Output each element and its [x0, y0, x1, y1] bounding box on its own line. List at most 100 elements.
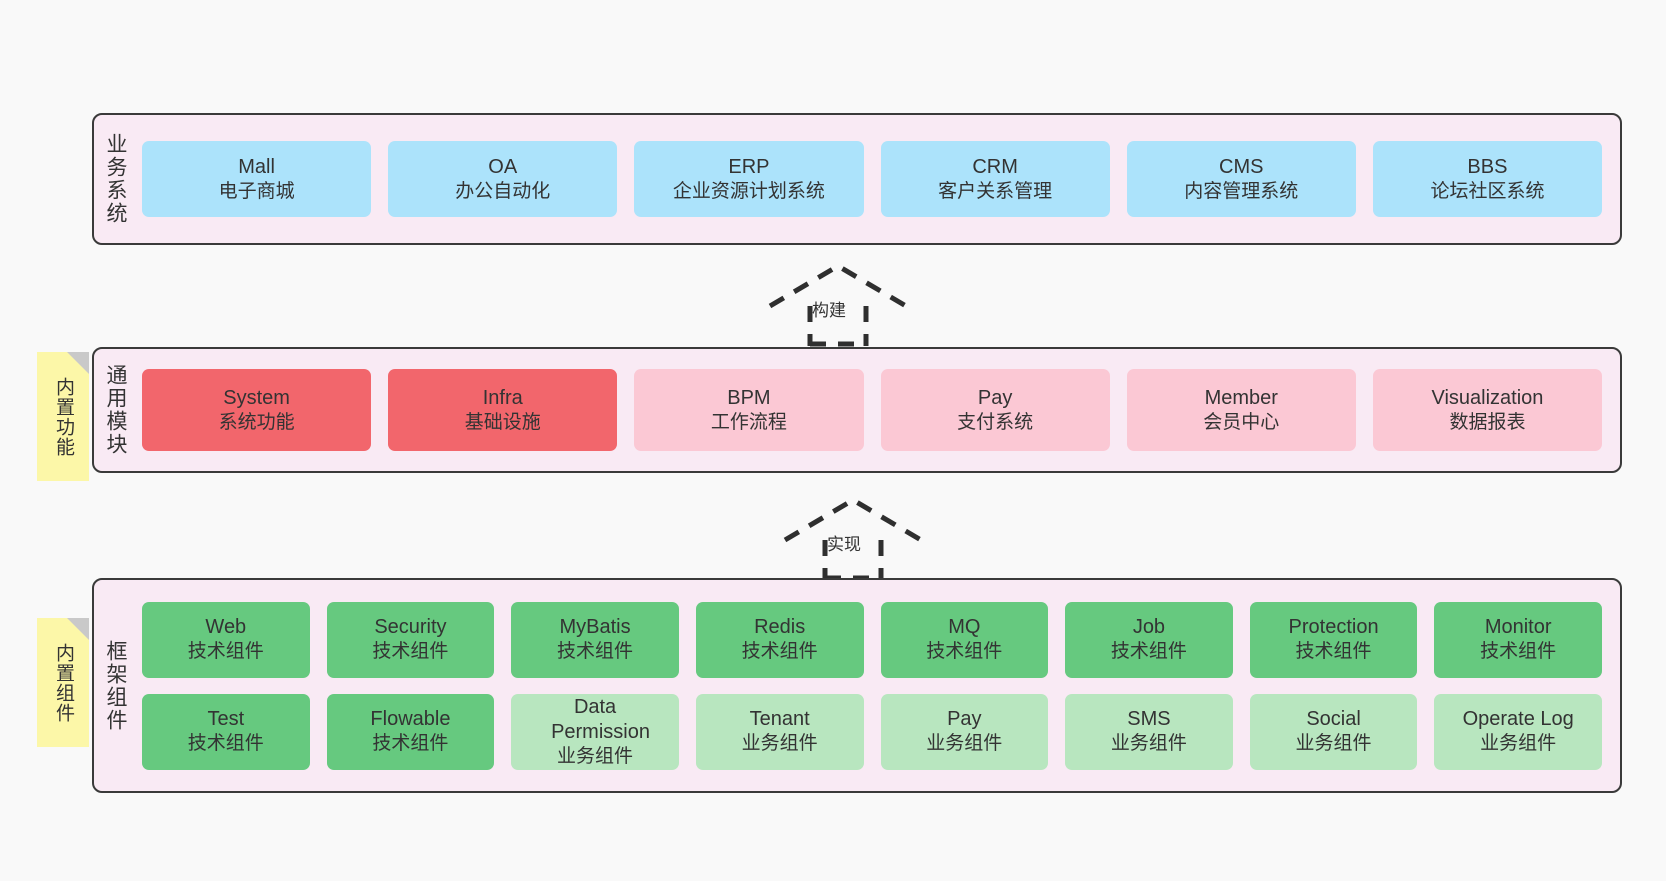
node-title: OA: [488, 155, 518, 178]
connector-implement-label: 实现: [827, 535, 861, 554]
node-title: MyBatis: [559, 616, 631, 639]
node-title: Pay: [977, 386, 1013, 409]
note-fold-corner-icon: [67, 352, 89, 374]
node-title: Infra: [482, 386, 523, 409]
node-redis[interactable]: Redis 技术组件: [695, 601, 864, 678]
connector-build-label: 构建: [812, 301, 846, 320]
node-title: Redis: [754, 616, 806, 639]
node-title: System: [223, 386, 290, 409]
node-title: Web: [205, 616, 247, 639]
node-subtitle: 业务组件: [926, 733, 1003, 755]
node-operate-log[interactable]: Operate Log 业务组件: [1434, 693, 1602, 770]
layer-title-general-modules: 通用模块: [104, 364, 128, 456]
node-subtitle: 企业资源计划系统: [672, 180, 825, 202]
node-subtitle: 技术组件: [557, 641, 634, 663]
node-subtitle: 业务组件: [1110, 733, 1187, 755]
node-subtitle: 会员中心: [1203, 411, 1280, 433]
layer-body-general-modules: System 系统功能 Infra 基础设施 BPM 工作流程 Pay 支付系统…: [136, 349, 1620, 471]
node-subtitle: 技术组件: [1295, 641, 1372, 663]
layer-business-system: 业务系统 Mall 电子商城 OA 办公自动化 ERP 企业资源计划系统 CRM…: [92, 113, 1622, 245]
node-data-permission[interactable]: Data Permission 业务组件: [511, 693, 679, 770]
node-subtitle: 技术组件: [187, 733, 264, 755]
node-system[interactable]: System 系统功能: [142, 369, 372, 451]
node-sms[interactable]: SMS 业务组件: [1065, 693, 1233, 770]
node-subtitle: 数据报表: [1449, 411, 1526, 433]
node-title: Job: [1132, 616, 1166, 639]
node-subtitle: 工作流程: [710, 411, 787, 433]
node-visualization[interactable]: Visualization 数据报表: [1372, 369, 1603, 451]
node-bpm[interactable]: BPM 工作流程: [634, 369, 864, 451]
node-web[interactable]: Web 技术组件: [142, 601, 310, 678]
node-pay-module[interactable]: Pay 支付系统: [880, 369, 1110, 451]
node-title: Visualization: [1431, 386, 1544, 409]
node-title: Flowable: [370, 708, 451, 731]
note-label: 内置功能: [52, 376, 74, 457]
node-protection[interactable]: Protection 技术组件: [1249, 601, 1418, 678]
node-flowable[interactable]: Flowable 技术组件: [326, 693, 495, 770]
node-title: SMS: [1127, 708, 1171, 731]
node-job[interactable]: Job 技术组件: [1065, 601, 1233, 678]
row-business-components: Test 技术组件 Flowable 技术组件 Data Permission …: [142, 693, 1602, 770]
node-subtitle: 业务组件: [741, 733, 818, 755]
node-title: Mall: [238, 155, 275, 178]
node-title: BPM: [727, 386, 771, 409]
node-subtitle: 技术组件: [741, 641, 818, 663]
node-title: Member: [1204, 386, 1278, 409]
node-subtitle: 技术组件: [926, 641, 1003, 663]
node-subtitle: 技术组件: [187, 641, 264, 663]
node-subtitle: 基础设施: [464, 411, 541, 433]
node-title: BBS: [1467, 155, 1508, 178]
node-erp[interactable]: ERP 企业资源计划系统: [634, 141, 864, 217]
node-title: CRM: [972, 155, 1018, 178]
note-label: 内置组件: [52, 642, 74, 723]
node-tenant[interactable]: Tenant 业务组件: [695, 693, 864, 770]
node-oa[interactable]: OA 办公自动化: [388, 141, 618, 217]
layer-body-framework-components: Web 技术组件 Security 技术组件 MyBatis 技术组件 Redi…: [136, 580, 1620, 791]
node-title: Social: [1306, 708, 1361, 731]
node-mq[interactable]: MQ 技术组件: [880, 601, 1049, 678]
note-fold-corner-icon: [67, 618, 89, 640]
node-title: Security: [374, 616, 447, 639]
layer-title-business-system: 业务系统: [104, 133, 128, 225]
node-title: CMS: [1219, 155, 1264, 178]
node-pay-component[interactable]: Pay 业务组件: [880, 693, 1049, 770]
node-subtitle: 支付系统: [957, 411, 1034, 433]
layer-framework-components: 框架组件 Web 技术组件 Security 技术组件 MyBatis 技术组件…: [92, 578, 1622, 793]
node-mybatis[interactable]: MyBatis 技术组件: [511, 601, 679, 678]
note-builtin-components: 内置组件: [37, 618, 89, 747]
node-test[interactable]: Test 技术组件: [142, 693, 310, 770]
node-title: Operate Log: [1462, 708, 1574, 731]
node-title: Monitor: [1484, 616, 1552, 639]
node-subtitle: 业务组件: [1480, 733, 1557, 755]
node-subtitle: 办公自动化: [455, 180, 551, 202]
node-subtitle: 业务组件: [557, 745, 634, 767]
node-subtitle: 论坛社区系统: [1430, 180, 1545, 202]
node-title: ERP: [728, 155, 770, 178]
node-bbs[interactable]: BBS 论坛社区系统: [1372, 141, 1603, 217]
node-subtitle: 技术组件: [1480, 641, 1557, 663]
node-title: MQ: [948, 616, 981, 639]
node-cms[interactable]: CMS 内容管理系统: [1126, 141, 1356, 217]
node-subtitle: 技术组件: [372, 641, 449, 663]
node-subtitle: 业务组件: [1295, 733, 1372, 755]
layer-general-modules: 通用模块 System 系统功能 Infra 基础设施 BPM 工作流程 Pay…: [92, 347, 1622, 473]
node-title: Tenant: [749, 708, 810, 731]
node-monitor[interactable]: Monitor 技术组件: [1434, 601, 1602, 678]
row-business-systems: Mall 电子商城 OA 办公自动化 ERP 企业资源计划系统 CRM 客户关系…: [142, 141, 1603, 217]
node-subtitle: 客户关系管理: [938, 180, 1053, 202]
layer-body-business-system: Mall 电子商城 OA 办公自动化 ERP 企业资源计划系统 CRM 客户关系…: [136, 115, 1620, 243]
node-title: Protection: [1288, 616, 1379, 639]
node-subtitle: 技术组件: [1110, 641, 1187, 663]
node-subtitle: 系统功能: [218, 411, 295, 433]
node-subtitle: 技术组件: [372, 733, 449, 755]
node-infra[interactable]: Infra 基础设施: [388, 369, 618, 451]
row-general-modules: System 系统功能 Infra 基础设施 BPM 工作流程 Pay 支付系统…: [142, 369, 1603, 451]
node-member[interactable]: Member 会员中心: [1126, 369, 1356, 451]
node-title: Pay: [947, 708, 982, 731]
note-builtin-functions: 内置功能: [37, 352, 89, 481]
node-security[interactable]: Security 技术组件: [326, 601, 495, 678]
node-social[interactable]: Social 业务组件: [1249, 693, 1418, 770]
node-crm[interactable]: CRM 客户关系管理: [880, 141, 1110, 217]
node-mall[interactable]: Mall 电子商城: [142, 141, 372, 217]
